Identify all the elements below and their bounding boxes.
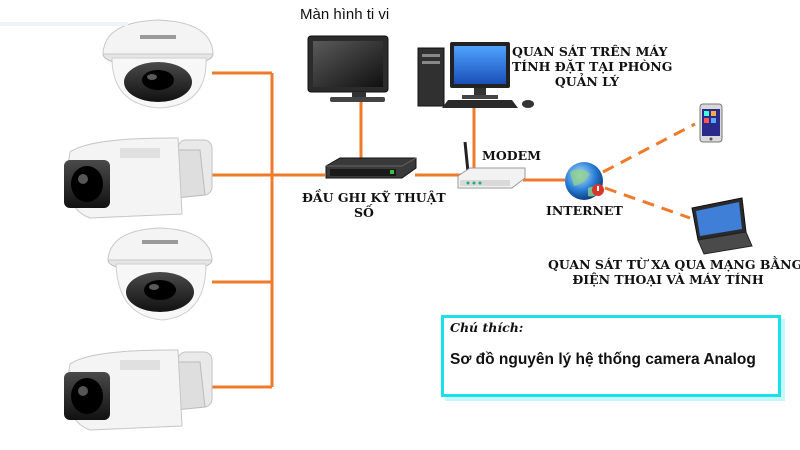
- wire-internet-to-laptop: [604, 186, 691, 220]
- faded-logo-strip: [0, 22, 128, 26]
- remote-label-line2: ĐIỆN THOẠI VÀ MÁY TÍNH: [572, 272, 764, 287]
- legend-text: Sơ đồ nguyên lý hệ thống camera Analog: [450, 351, 756, 368]
- bullet-camera-icon: [64, 349, 213, 431]
- dome-camera-icon: [102, 19, 214, 109]
- desktop-computer-icon: [417, 42, 534, 108]
- legend-box: Chú thích: Sơ đồ nguyên lý hệ thống came…: [441, 315, 781, 397]
- laptop-icon: [691, 197, 753, 255]
- wire-internet-to-phone: [602, 122, 696, 174]
- modem-icon: [457, 141, 526, 189]
- dvr-label-line2: SỐ: [354, 205, 374, 220]
- pc-label-line2: TÍNH ĐẶT TẠI PHÒNG: [512, 59, 673, 74]
- internet-label: INTERNET: [546, 203, 623, 218]
- tv-icon: [307, 35, 389, 102]
- bullet-camera-icon: [64, 137, 213, 219]
- pc-label: QUAN SÁT TRÊN MÁY TÍNH ĐẶT TẠI PHÒNG QUẢ…: [512, 44, 672, 89]
- wires: [212, 71, 696, 389]
- smartphone-icon: [699, 103, 723, 143]
- dvr-label: ĐẦU GHI KỸ THUẬT SỐ: [302, 190, 446, 220]
- dvr-recorder-icon: [325, 157, 417, 179]
- globe-icon: [565, 162, 604, 200]
- pc-label-line3: QUẢN LÝ: [554, 74, 620, 89]
- dome-camera-icon: [107, 227, 213, 321]
- legend-title: Chú thích:: [450, 320, 524, 335]
- tv-label: Màn hình ti vi: [300, 6, 390, 23]
- remote-label-line1: QUAN SÁT TỪ XA QUA MẠNG BẰNG: [548, 257, 800, 272]
- remote-label: QUAN SÁT TỪ XA QUA MẠNG BẰNG ĐIỆN THOẠI …: [548, 257, 800, 287]
- pc-label-line1: QUAN SÁT TRÊN MÁY: [512, 44, 668, 59]
- dvr-label-line1: ĐẦU GHI KỸ THUẬT: [302, 190, 446, 205]
- modem-label: MODEM: [482, 148, 541, 163]
